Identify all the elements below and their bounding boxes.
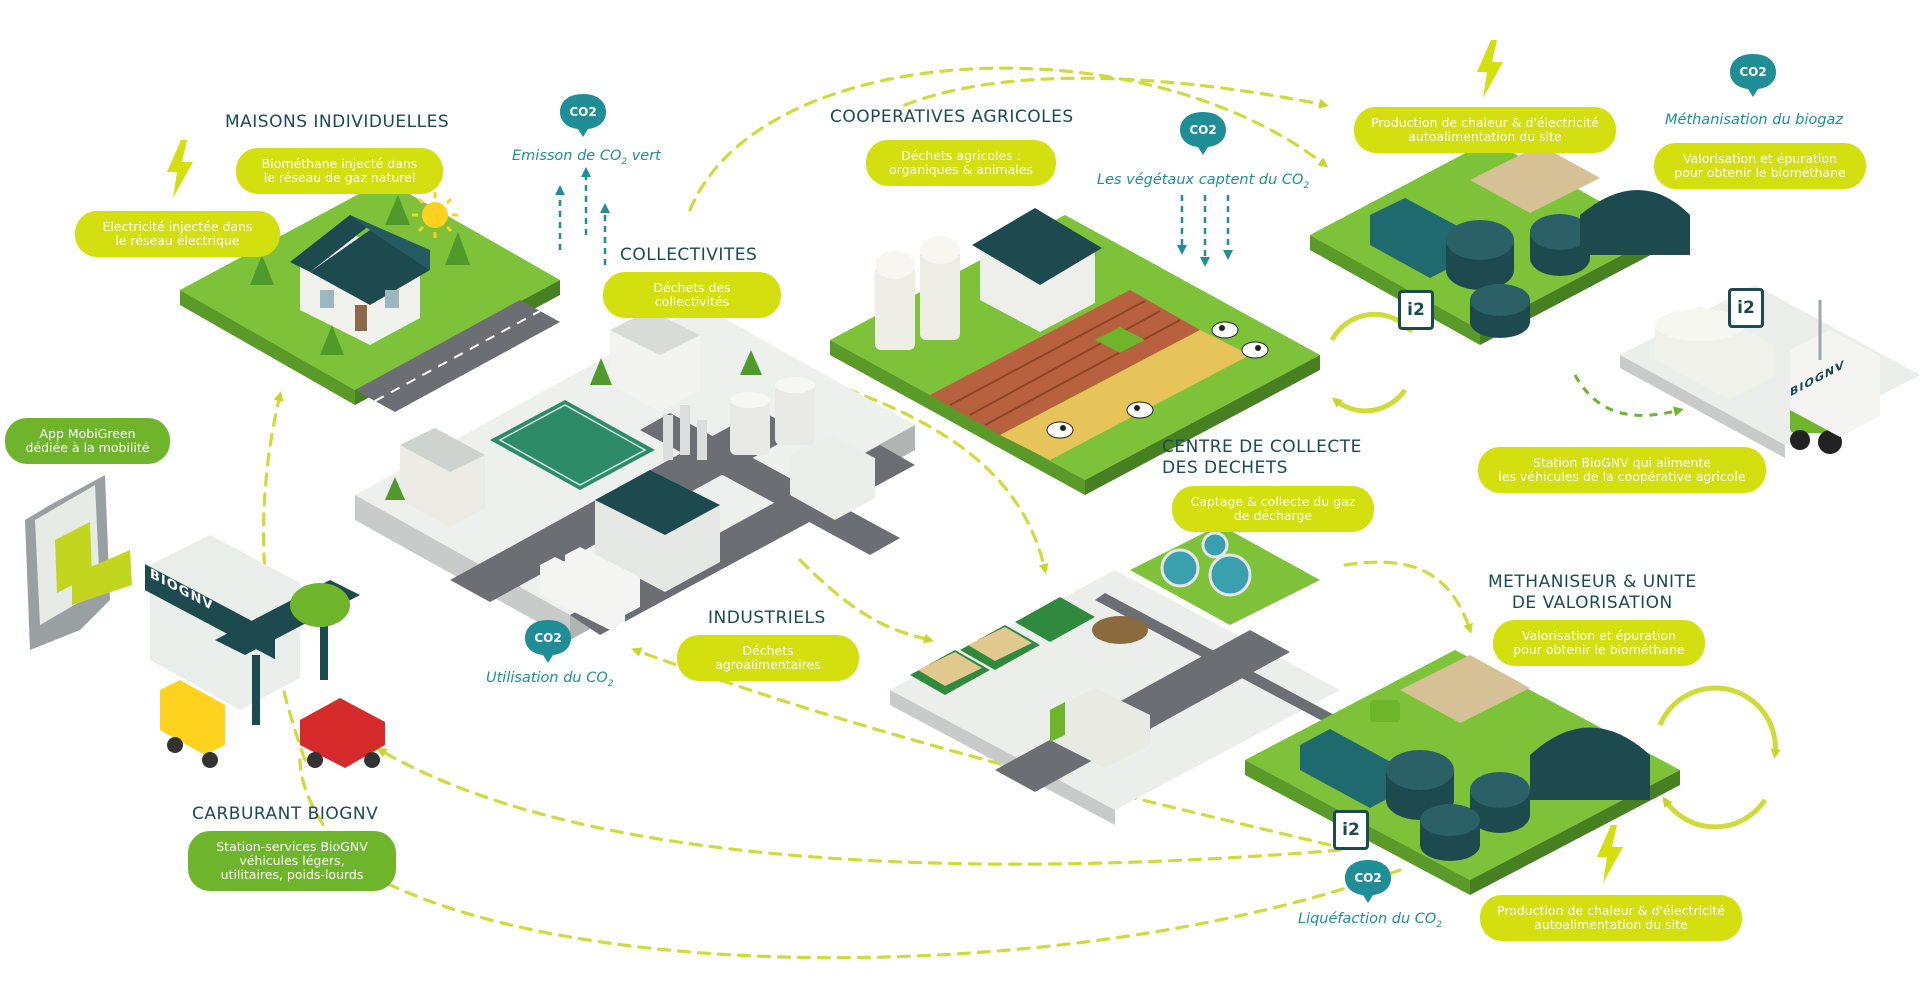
maisons-biomethane-pill: Biométhane injecté dans le réseau de gaz… xyxy=(236,148,443,194)
i2-logo-icon: i2 xyxy=(1728,288,1764,328)
biognv-station-tile xyxy=(1620,285,1920,458)
arrow-methaniseur-to-industriels xyxy=(631,647,1332,847)
co2-up-arrows xyxy=(555,167,610,265)
plant-production-pill: Production de chaleur & d'électricité au… xyxy=(1354,107,1616,153)
co2-badge-text: CO2 xyxy=(534,631,561,645)
cooperatives-dechets-pill: Déchets agricoles : organiques & animale… xyxy=(866,140,1056,186)
lightning-bolt-icon xyxy=(167,140,193,198)
cooperatives-tile xyxy=(830,208,1320,495)
arrow-collectivites-to-plant xyxy=(688,66,1329,212)
co2-cloud-icon: CO2 xyxy=(1728,52,1778,98)
plant-station-pill: Station BioGNV qui alimente les véhicule… xyxy=(1478,447,1766,493)
sun-icon xyxy=(412,192,458,238)
i2-logo-icon: i2 xyxy=(1398,290,1434,330)
co2-cloud-icon: CO2 xyxy=(523,618,573,664)
i2-logo-icon: i2 xyxy=(1333,810,1369,850)
co2-badge-text: CO2 xyxy=(1739,65,1766,79)
cooperatives-title: COOPERATIVES AGRICOLES xyxy=(830,107,1074,127)
co2-cloud-icon: CO2 xyxy=(558,92,608,138)
co2-badge-text: CO2 xyxy=(1354,871,1381,885)
co2-badge-text: CO2 xyxy=(569,105,596,119)
industriels-dechets-pill: Déchets agroalimentaires xyxy=(677,635,859,681)
methaniseur-valorisation-pill: Valorisation et épuration pour obtenir l… xyxy=(1493,620,1705,666)
biognv-fuel-station xyxy=(145,535,385,768)
co2-emission-label: Emisson de CO2 vert xyxy=(512,148,661,167)
app-mobigreen-pill: App MobiGreen dédiée à la mobilité xyxy=(5,418,170,464)
co2-vegetaux-label: Les végétaux captent du CO2 xyxy=(1097,172,1310,191)
arrow-centre-to-methaniseur xyxy=(1343,560,1473,634)
co2-cloud-icon: CO2 xyxy=(1343,858,1393,904)
centre-title: CENTRE DE COLLECTE DES DECHETS xyxy=(1162,437,1362,478)
maisons-title: MAISONS INDIVIDUELLES xyxy=(225,112,450,132)
mobile-phone xyxy=(25,475,132,650)
collectivites-tile xyxy=(355,305,915,640)
co2-cloud-icon: CO2 xyxy=(1178,110,1228,156)
centre-captage-pill: Captage & collecte du gaz de décharge xyxy=(1172,486,1374,532)
lightning-bolt-icon xyxy=(1477,40,1503,98)
arrow-industriels-to-centre xyxy=(798,558,934,644)
collectivites-title: COLLECTIVITES xyxy=(620,245,758,265)
co2-liquefaction-label: Liquéfaction du CO2 xyxy=(1298,911,1443,930)
maisons-tile xyxy=(180,180,560,412)
arrow-methaniseur-to-carburant xyxy=(376,747,1342,866)
recycle-arrows-icon xyxy=(1657,685,1781,830)
co2-down-arrows xyxy=(1177,195,1233,267)
methaniseur-title: METHANISEUR & UNITE DE VALORISATION xyxy=(1488,572,1697,613)
maisons-electricite-pill: Electricité injectée dans le réseau élec… xyxy=(75,211,280,257)
arrow-top-to-coop xyxy=(903,76,1329,109)
methaniseur-tile xyxy=(1245,650,1680,895)
methaniseur-production-pill: Production de chaleur & d'électricité au… xyxy=(1480,895,1742,941)
industriels-title: INDUSTRIELS xyxy=(708,608,826,628)
carburant-title: CARBURANT BIOGNV xyxy=(192,804,379,824)
arrow-plant-to-station xyxy=(1573,374,1684,417)
lightning-bolt-icon xyxy=(1597,825,1623,883)
co2-badge-text: CO2 xyxy=(1189,123,1216,137)
co2-utilisation-label: Utilisation du CO2 xyxy=(486,670,614,689)
top-right-plant-tile xyxy=(1310,140,1690,345)
plant-valorisation-pill: Valorisation et épuration pour obtenir l… xyxy=(1654,143,1866,189)
co2-methanisation-label: Méthanisation du biogaz xyxy=(1665,112,1844,128)
collectivites-dechets-pill: Déchets des collectivités xyxy=(603,272,781,318)
carburant-station-pill: Station-services BioGNV véhicules légers… xyxy=(188,831,396,891)
centre-collecte-tile xyxy=(890,525,1340,825)
